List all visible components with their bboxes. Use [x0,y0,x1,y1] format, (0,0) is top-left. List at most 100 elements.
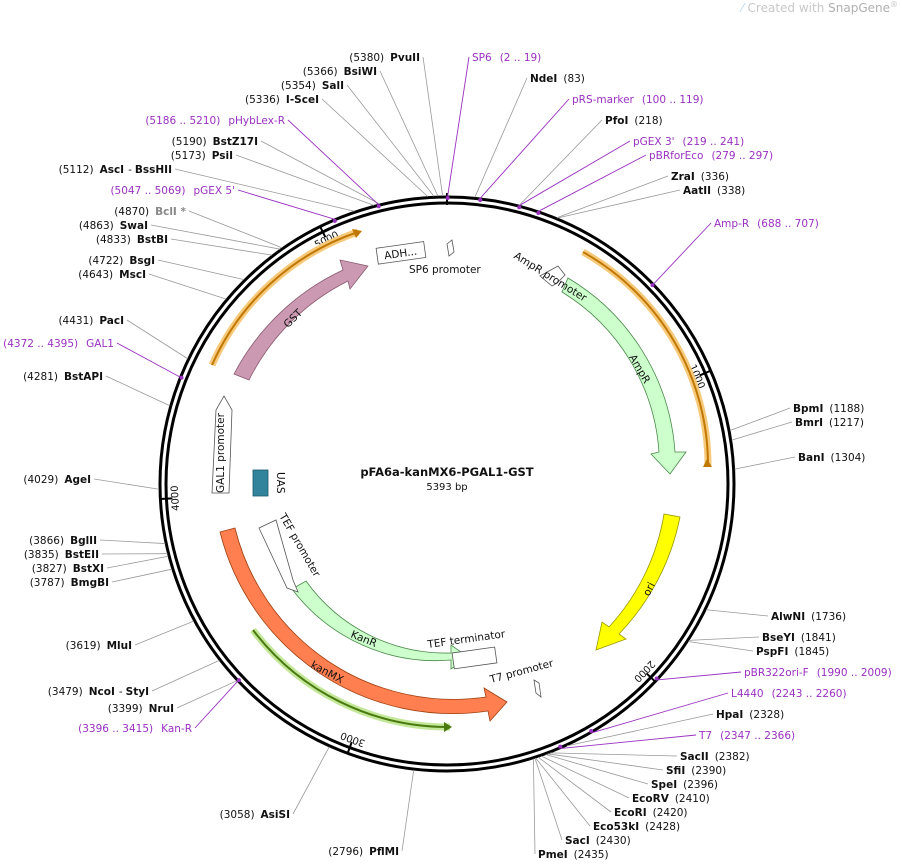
leader-line [480,98,570,199]
leader-line [321,98,429,197]
right_sites-9: PspFI(1845) [756,646,829,658]
leader-line [157,259,245,281]
leader-line [148,273,227,300]
leader-line [134,620,194,646]
right_primers-6: L4440(2243 .. 2260) [731,688,847,700]
leader-line [545,754,649,785]
watermark-prefix: Created with [747,1,829,15]
right_sites-0: NdeI(83) [530,73,585,85]
primer-marker [589,729,594,734]
left_sites-12: (4431)PacI [58,315,124,327]
t7-promoter-feature [533,679,542,698]
tick-label-4000: 4000 [170,485,182,511]
ampr-promoter-feature [539,265,566,287]
right_sites-14: EcoRV(2410) [632,793,710,805]
leader-line [174,168,355,212]
leader-line [731,421,793,441]
primer-marker [445,196,450,201]
leader-line [688,636,760,641]
leader-line [547,753,664,771]
left_sites-17: (3827)BstXI [32,563,104,575]
watermark-brand: SnapGene [828,1,890,15]
adh-feature [375,241,427,265]
leader-line [176,680,237,709]
left_sites-10: (4722)BsgI [88,255,155,267]
left_sites-4: (5190)BstZ17I [172,136,258,148]
left_sites-1: (5366)BsiWI [303,66,377,78]
gst-orf-arrow [352,229,362,238]
leader-line [170,238,273,256]
primer-marker [332,218,337,223]
ampr-orf-line [582,251,710,468]
leader-line [346,84,435,197]
tick-2000 [645,672,656,683]
right_primers-4: Amp-R(688 .. 707) [714,218,819,230]
ampr-feature [561,277,687,475]
leader-line [116,342,180,378]
primer-marker [376,204,381,209]
leader-line [106,555,169,569]
tef-terminator-feature [451,646,498,670]
leader-line [729,407,791,431]
left_sites-15: (3866)BglII [29,535,97,547]
leader-line [105,375,171,407]
ampr-orf-arrow [703,459,712,467]
kan-orf-arrow [444,722,452,732]
right_sites-12: SfiI(2390) [666,765,726,777]
snapgene-logo-icon: ⁄ [741,1,744,15]
leader-line [534,758,563,841]
right_sites-2: ZraI(336) [671,171,729,183]
primer-marker [650,283,655,288]
left_sites-20: (3479)NcoI-StyI [48,686,149,698]
left_sites-3: (5336)I-SceI [245,94,319,106]
leader-line [734,456,796,470]
right_sites-16: Eco53kI(2428) [593,821,680,833]
leader-line [538,154,647,212]
kanmx-feature [219,527,508,722]
uas-label: UAS [274,472,286,494]
left_sites-21: (3399)NruI [108,703,174,715]
leader-line [93,478,160,490]
left_sites-18: (3787)BmgBI [30,577,109,589]
left_sites-13: (4281)BstAPI [23,371,103,383]
gal1-promoter-feature [211,395,233,494]
right_primers-0: SP6(2 .. 19) [472,52,541,64]
kanr-label: KanR [349,629,379,650]
right_primers-1: pRS-marker(100 .. 119) [572,94,704,106]
leader-line [566,713,714,747]
right_sites-3: AatII(338) [683,185,745,197]
left_primers-3: (3396 .. 3415)Kan-R [78,723,192,735]
right_sites-10: HpaI(2328) [716,709,784,721]
plasmid-name: pFA6a-kanMX6-PGAL1-GST [360,465,533,479]
leader-line [658,671,742,681]
left_sites-19: (3619)MluI [66,640,132,652]
site-leaders [93,56,796,855]
primer-marker [179,375,184,380]
primer-marker [558,744,563,749]
left_sites-22: (3058)AsiSI [220,809,290,821]
leader-line [706,609,769,617]
gst-orf-line [211,231,359,366]
leader-line [111,568,172,583]
leader-line [188,210,283,249]
sp6-promoter-label: SP6 promoter [409,264,481,276]
right_primers-2: pGEX 3'(219 .. 241) [633,136,744,148]
leader-line [237,189,335,220]
leader-line [260,140,380,205]
leader-line [150,224,281,250]
right_sites-4: BpmI(1188) [793,403,864,415]
left_sites-7: (4870)BclI * [114,206,186,218]
leader-line [401,770,415,852]
leader-line [519,140,631,206]
left_sites-11: (4643)MscI [78,269,146,281]
leader-line [126,319,188,360]
leader-line [592,692,729,734]
right_sites-7: AlwNI(1736) [771,611,846,623]
tick-5000 [319,226,327,238]
left_sites-23: (2796)PflMI [328,846,399,858]
gal1-promoter-label: GAL1 promoter [215,412,227,493]
leader-line [519,119,603,206]
sp6-promoter-feature [446,239,455,257]
primer-marker [517,205,522,210]
